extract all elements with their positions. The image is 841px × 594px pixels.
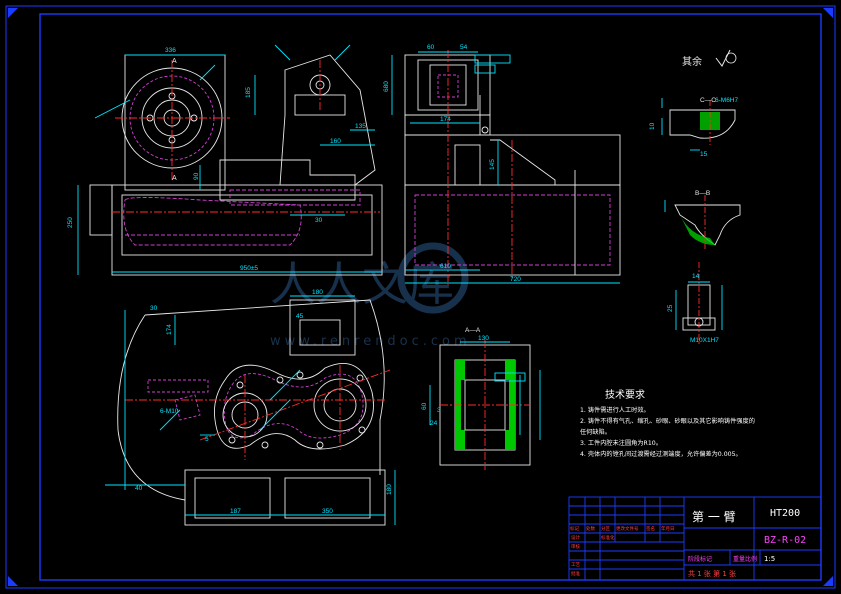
svg-text:135: 135	[355, 123, 366, 130]
requirements-title: 技术要求	[605, 388, 645, 401]
svg-text:54: 54	[460, 44, 468, 51]
svg-text:分区: 分区	[601, 525, 610, 532]
inner-frame	[39, 13, 822, 581]
side-view-dimensions: 60 54 174 680 145 610 720	[383, 44, 521, 283]
requirement-item: 1. 铸件需进行人工时效。	[580, 406, 650, 414]
svg-text:年月日: 年月日	[661, 525, 675, 532]
scale-label: 比例	[745, 555, 757, 563]
svg-text:C—C: C—C	[700, 97, 716, 104]
svg-text:90: 90	[193, 172, 200, 180]
detail-labels: C—C 6-M6H7 10 15 B—B 14 25 M10X1H7	[649, 97, 739, 344]
drawing-number: BZ-R-02	[764, 535, 806, 546]
svg-text:720: 720	[510, 276, 521, 283]
svg-text:25: 25	[667, 304, 674, 312]
svg-text:标记: 标记	[570, 525, 579, 532]
detail-views	[661, 98, 741, 345]
technical-requirements: 技术要求 1. 铸件需进行人工时效。 2. 铸件不得有气孔、缩孔、砂眼、砂眼以及…	[580, 388, 755, 458]
svg-text:60: 60	[427, 44, 435, 51]
svg-text:6-M10: 6-M10	[160, 408, 179, 415]
part-name: 第 一 臂	[692, 510, 736, 524]
svg-text:180: 180	[312, 289, 323, 296]
svg-text:B—B: B—B	[695, 190, 710, 197]
svg-text:24: 24	[430, 420, 438, 427]
svg-text:10: 10	[649, 122, 656, 130]
section-aa	[429, 340, 541, 470]
stage-mark-label: 阶段标记	[688, 555, 712, 563]
mass-label: 重量	[733, 555, 745, 563]
svg-text:187: 187	[230, 508, 241, 515]
svg-text:45: 45	[296, 313, 304, 320]
svg-text:174: 174	[440, 116, 451, 123]
front-view-marks: A A	[172, 58, 177, 182]
svg-text:15: 15	[700, 151, 708, 158]
svg-text:145: 145	[489, 159, 496, 170]
svg-text:其余: 其余	[682, 55, 702, 68]
corner-marks	[8, 8, 833, 586]
svg-text:350: 350	[322, 508, 333, 515]
svg-text:950±5: 950±5	[240, 265, 258, 272]
svg-text:30: 30	[315, 217, 323, 224]
svg-text:185: 185	[245, 87, 252, 98]
svg-text:设计: 设计	[571, 534, 580, 541]
svg-text:610: 610	[440, 263, 451, 270]
requirement-item: 任何缺陷。	[580, 428, 611, 436]
surface-finish-note: 其余	[682, 49, 737, 68]
svg-text:签名: 签名	[646, 525, 655, 532]
side-view	[391, 50, 621, 285]
svg-text:5: 5	[205, 436, 209, 443]
svg-text:680: 680	[383, 81, 390, 92]
front-view-dimensions: 336 950±5 250 185 160 135 90 30	[67, 47, 366, 272]
svg-text:160: 160	[330, 138, 341, 145]
top-view	[105, 295, 396, 526]
outer-frame	[5, 5, 836, 589]
svg-text:60: 60	[421, 402, 428, 410]
svg-text:174: 174	[166, 324, 173, 335]
requirement-item: 3. 工件内腔未注圆角为R10。	[580, 439, 662, 447]
top-view-dimensions: 180 45 174 30 40 187 350 180 5 6-M10	[135, 289, 393, 515]
svg-text:250: 250	[67, 217, 74, 228]
svg-text:180: 180	[386, 484, 393, 495]
svg-text:A: A	[172, 175, 177, 182]
title-block	[568, 496, 822, 581]
svg-text:审核: 审核	[571, 543, 580, 550]
requirement-item: 4. 壳体内的镗孔间过渡需经过测端度，允许偏差为0.005。	[580, 450, 742, 458]
svg-text:更改文件号: 更改文件号	[616, 525, 639, 532]
svg-text:30: 30	[150, 305, 158, 312]
svg-text:工艺: 工艺	[571, 562, 580, 568]
svg-text:标准化: 标准化	[601, 534, 615, 541]
svg-text:处数: 处数	[586, 525, 595, 532]
svg-text:批准: 批准	[571, 570, 580, 577]
svg-text:A: A	[172, 58, 177, 65]
front-view	[77, 44, 383, 276]
sheet-count: 共 1 张 第 1 张	[688, 569, 736, 578]
scale-value: 1:5	[764, 555, 775, 563]
material: HT200	[770, 508, 800, 519]
svg-text:14: 14	[692, 273, 700, 280]
svg-text:40: 40	[135, 485, 143, 492]
svg-text:6-M6H7: 6-M6H7	[715, 97, 739, 104]
requirement-item: 2. 铸件不得有气孔、缩孔、砂眼、砂眼以及其它影响铸件强度的	[580, 417, 755, 425]
section-aa-labels: A—A 130 60 3 24	[421, 327, 489, 427]
svg-text:336: 336	[165, 47, 176, 54]
svg-text:A—A: A—A	[465, 327, 481, 334]
svg-text:3: 3	[437, 407, 441, 414]
watermark-text: 人人文库	[270, 257, 454, 311]
svg-text:M10X1H7: M10X1H7	[690, 337, 719, 344]
svg-text:130: 130	[478, 335, 489, 342]
title-block-text: 第 一 臂 HT200 BZ-R-02 1:5 阶段标记 共 1 张 第 1 张…	[570, 508, 806, 578]
